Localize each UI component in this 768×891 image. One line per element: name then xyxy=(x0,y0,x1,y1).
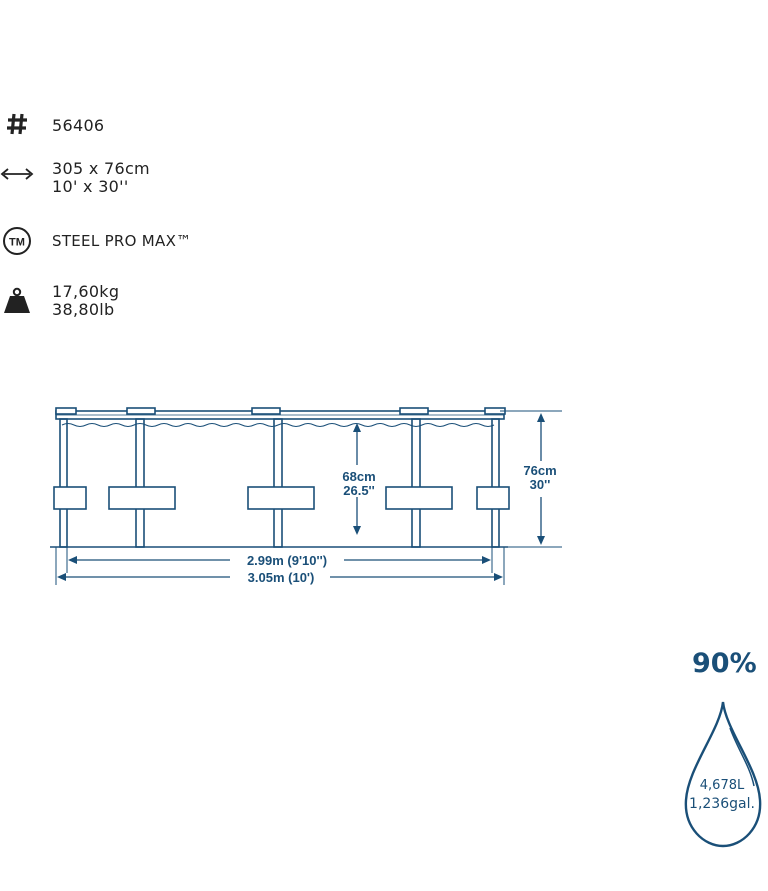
spec-size xyxy=(0,167,34,181)
brand-name: STEEL PRO MAX™ xyxy=(52,232,192,250)
pool-leg xyxy=(411,418,421,548)
pool-leg xyxy=(491,418,500,548)
pool-leg xyxy=(59,418,68,548)
water-depth-metric: 68cm xyxy=(342,469,375,484)
hash-icon xyxy=(0,112,34,136)
capacity-block: 90% 4,678L 1,236gal. xyxy=(676,648,768,848)
spec-model xyxy=(0,112,34,136)
size-info: 305 x 76cm 10' x 30'' xyxy=(52,160,150,196)
spec-weight xyxy=(0,287,34,315)
wall-height-imperial: 30'' xyxy=(530,477,551,492)
outer-width-label: 3.05m (10') xyxy=(248,570,315,585)
rail-connector xyxy=(55,407,77,415)
size-imperial: 10' x 30'' xyxy=(52,177,129,196)
rail-connector xyxy=(399,407,429,415)
pool-diagram: 68cm 26.5'' 76cm 30'' 2.99m (9'10'') 3.0… xyxy=(50,407,562,585)
model-number: 56406 xyxy=(52,116,105,135)
t-support xyxy=(476,486,510,510)
svg-text:TM: TM xyxy=(9,237,25,249)
weight-icon xyxy=(0,287,34,315)
pool-leg xyxy=(135,418,145,548)
fill-percent: 90% xyxy=(692,648,757,679)
t-support xyxy=(108,486,176,510)
t-support xyxy=(385,486,453,510)
water-depth-imperial: 26.5'' xyxy=(343,483,374,498)
weight-kg: 17,60kg xyxy=(52,282,120,301)
wall-height-metric: 76cm xyxy=(523,463,556,478)
pool-leg xyxy=(273,418,283,548)
t-support xyxy=(247,486,315,510)
size-metric: 305 x 76cm xyxy=(52,159,150,178)
inner-width-label: 2.99m (9'10'') xyxy=(247,553,327,568)
rail-connector xyxy=(126,407,156,415)
water-line xyxy=(61,423,495,427)
weight-info: 17,60kg 38,80lb xyxy=(52,283,119,319)
spec-brand: TM xyxy=(0,226,34,256)
trademark-icon: TM xyxy=(0,226,34,256)
rail-connector xyxy=(251,407,281,415)
t-support xyxy=(53,486,87,510)
capacity-gallons: 1,236gal. xyxy=(689,796,755,812)
capacity-liters: 4,678L xyxy=(699,778,745,793)
double-arrow-icon xyxy=(0,167,34,181)
weight-lb: 38,80lb xyxy=(52,300,115,319)
water-drop-icon xyxy=(684,701,762,848)
